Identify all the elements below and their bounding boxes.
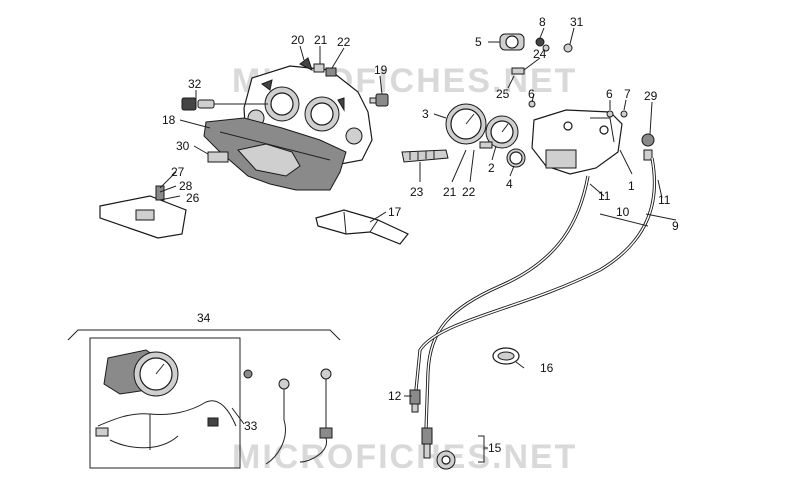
callout-33: 33	[244, 419, 258, 433]
kit-34-group	[67, 329, 341, 469]
tachometer-cable-9	[414, 157, 656, 391]
callout-2: 2	[488, 161, 495, 175]
gauge-small-4	[506, 148, 526, 168]
callout-4: 4	[506, 177, 513, 191]
callout-31: 31	[570, 15, 584, 29]
callout-30: 30	[176, 139, 190, 153]
gauge-small-5	[499, 33, 525, 51]
callout-23: 23	[410, 185, 424, 199]
callout-17: 17	[388, 205, 402, 219]
callout-34: 34	[197, 311, 211, 325]
cable-end-15	[421, 427, 456, 470]
callout-26: 26	[186, 191, 200, 205]
key-ignition-parts	[299, 57, 337, 77]
cable-end-12	[409, 389, 421, 413]
callout-6-right: 6	[606, 87, 613, 101]
callout-22-bottom: 22	[462, 185, 476, 199]
leader-lines	[159, 27, 677, 463]
kit-gauge	[103, 349, 179, 397]
callout-6-left: 6	[528, 87, 535, 101]
watermark-bottom: MICROFICHES.NET	[232, 438, 577, 476]
callout-32: 32	[188, 77, 202, 91]
callout-27: 27	[171, 165, 185, 179]
callout-25: 25	[496, 87, 510, 101]
callout-11-left: 11	[598, 189, 611, 203]
callout-18: 18	[162, 113, 176, 127]
callout-21-bottom: 21	[443, 185, 457, 199]
callout-5: 5	[475, 35, 482, 49]
callout-29: 29	[644, 89, 658, 103]
callout-20: 20	[291, 33, 305, 47]
mounting-plate-26	[99, 185, 187, 239]
instrument-bracket-1	[531, 109, 623, 175]
callout-1: 1	[628, 179, 635, 193]
gauge-tachometer-2	[485, 115, 519, 149]
connector-strip-23	[401, 149, 449, 163]
callout-9: 9	[672, 219, 679, 233]
label-plate-30	[207, 151, 229, 163]
cable-clamp-16	[492, 347, 520, 365]
callout-11-right: 11	[658, 193, 671, 207]
callout-22-top: 22	[337, 35, 351, 49]
callout-10: 10	[616, 205, 630, 219]
callout-21-top: 21	[314, 33, 328, 47]
callout-7: 7	[624, 87, 631, 101]
callout-19: 19	[374, 63, 388, 77]
small-hardware	[479, 37, 655, 161]
kit-bulb-holders	[243, 368, 333, 465]
callout-15: 15	[488, 441, 502, 455]
gauge-speedometer-3	[445, 103, 487, 145]
speedometer-cable-10	[424, 175, 590, 431]
callout-8: 8	[539, 15, 546, 29]
callout-16: 16	[540, 361, 554, 375]
kit-wiring	[95, 400, 237, 450]
callout-labels: 1 2 3 4 5 6 6 7 8 9 10 11 11 12 15 16 17…	[162, 15, 679, 455]
callout-24: 24	[533, 47, 547, 61]
bracket-17	[315, 209, 409, 245]
callout-12: 12	[388, 389, 402, 403]
callout-28: 28	[179, 179, 193, 193]
panel-cover	[203, 117, 347, 191]
bulb-holder-32	[181, 97, 215, 111]
callout-3: 3	[422, 107, 429, 121]
